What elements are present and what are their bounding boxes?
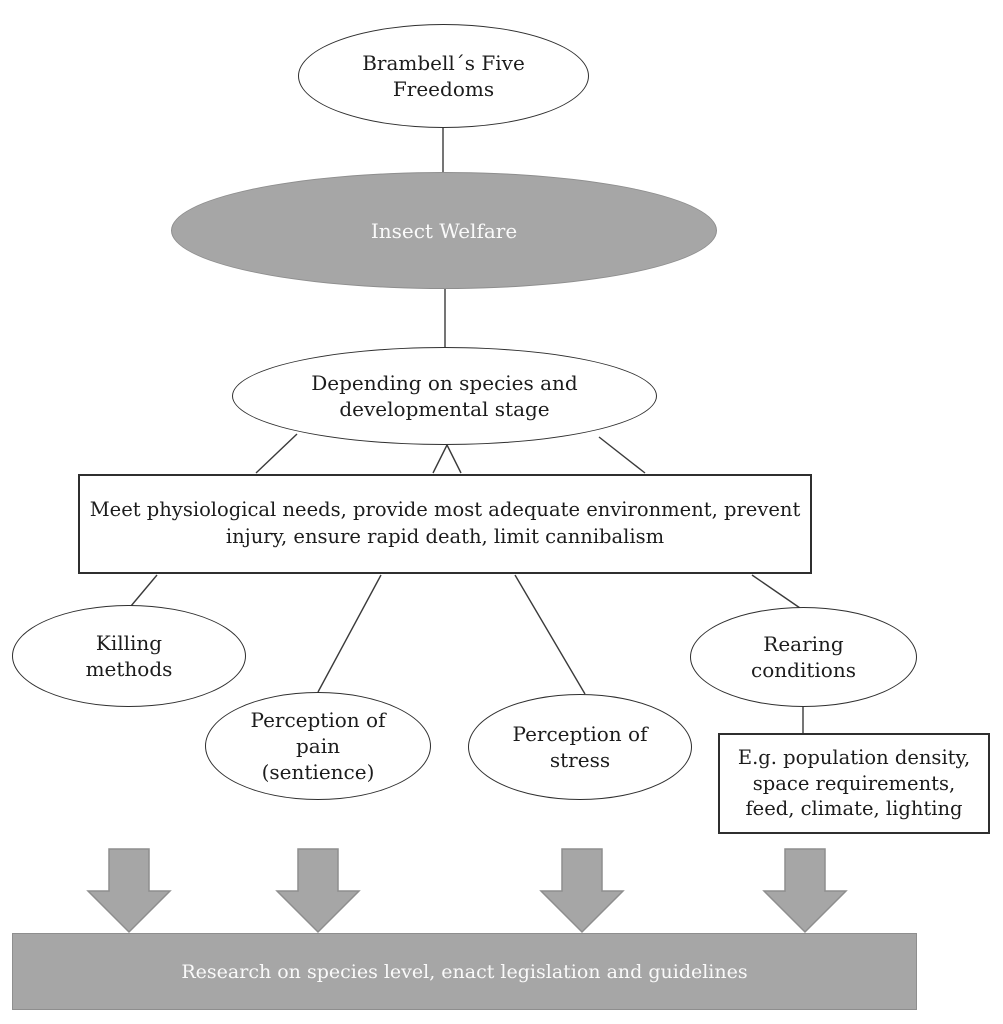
node-label: Brambell´s Five <box>362 51 525 75</box>
node-label: Research on species level, enact legisla… <box>181 960 748 983</box>
node-label: pain <box>295 734 340 758</box>
connector-depending-to-needs-center-right <box>446 444 462 474</box>
node-research-outcome-banner: Research on species level, enact legisla… <box>12 933 917 1010</box>
node-label: stress <box>549 748 611 772</box>
down-arrow-perception-stress <box>539 848 625 934</box>
node-physiological-needs: Meet physiological needs, provide most a… <box>78 474 812 574</box>
node-label: injury, ensure rapid death, limit cannib… <box>225 525 665 548</box>
node-label: Perception of <box>512 722 648 746</box>
node-label: Perception of <box>250 708 386 732</box>
node-rearing-examples: E.g. population density, space requireme… <box>718 733 990 834</box>
node-label: Insect Welfare <box>370 218 518 243</box>
node-perception-of-pain: Perception of pain (sentience) <box>205 692 431 800</box>
connector-needs-to-rearing-conditions <box>751 574 801 609</box>
node-label: Meet physiological needs, provide most a… <box>89 498 801 522</box>
node-label: (sentience) <box>261 760 375 784</box>
connector-needs-to-killing-methods <box>130 574 158 607</box>
node-killing-methods: Killing methods <box>12 605 246 707</box>
connector-needs-to-perception-pain <box>317 574 382 693</box>
node-label: Freedoms <box>392 77 495 101</box>
down-arrow-perception-pain <box>275 848 361 934</box>
connector-depending-to-needs-left <box>255 433 298 474</box>
node-rearing-conditions: Rearing conditions <box>690 607 917 707</box>
node-label: Killing <box>95 631 163 655</box>
node-label: conditions <box>751 658 856 682</box>
connector-needs-to-perception-stress <box>514 574 586 695</box>
node-label: methods <box>85 657 173 681</box>
node-label: developmental stage <box>339 397 550 421</box>
node-label: space requirements, <box>752 771 956 795</box>
node-label: Depending on species and <box>311 371 578 395</box>
node-label: feed, climate, lighting <box>745 797 963 821</box>
down-arrow-rearing-conditions <box>762 848 848 934</box>
connector-depending-to-needs-center-left <box>432 444 448 474</box>
connector-depending-to-needs-right <box>598 436 646 474</box>
node-label: Rearing <box>763 632 844 656</box>
node-perception-of-stress: Perception of stress <box>468 694 692 800</box>
node-brambells-five-freedoms: Brambell´s Five Freedoms <box>298 24 589 128</box>
node-insect-welfare: Insect Welfare <box>171 172 717 289</box>
node-depending-on-species: Depending on species and developmental s… <box>232 347 657 445</box>
down-arrow-killing-methods <box>86 848 172 934</box>
node-label: E.g. population density, <box>737 746 971 770</box>
